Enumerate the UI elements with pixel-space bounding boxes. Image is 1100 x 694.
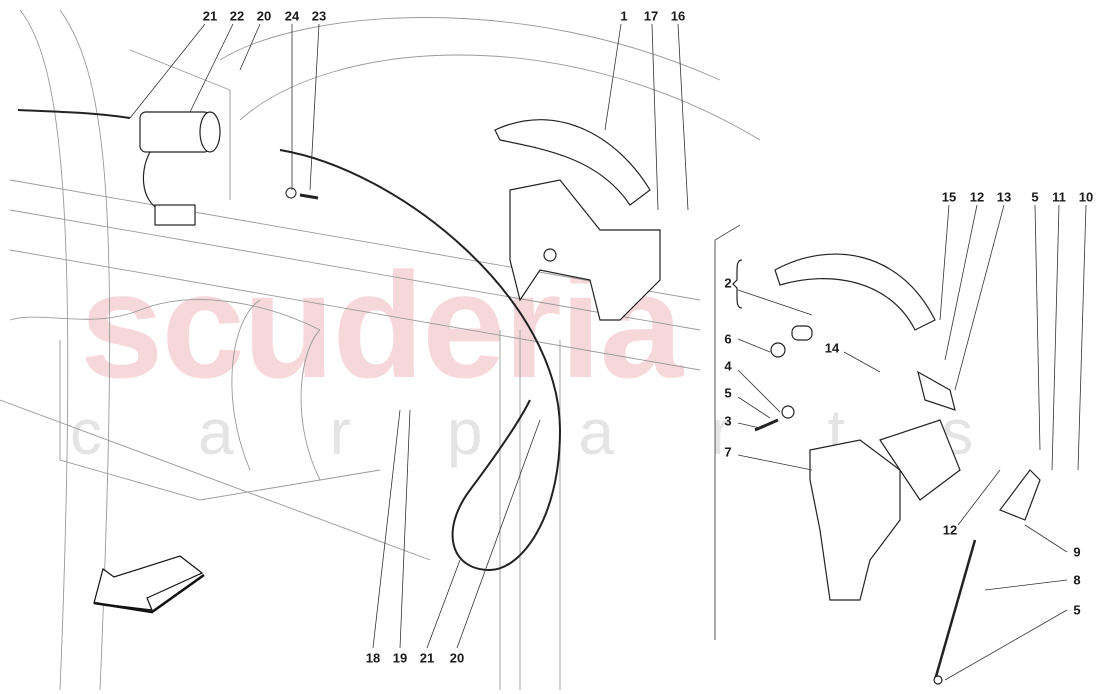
callout-16: 16 bbox=[670, 8, 686, 24]
callout-17: 17 bbox=[643, 8, 659, 24]
callout-14: 14 bbox=[824, 340, 840, 356]
callout-2: 2 bbox=[724, 275, 732, 291]
callout-18: 18 bbox=[365, 650, 381, 666]
callout-24: 24 bbox=[284, 8, 300, 24]
actuator-motor bbox=[139, 111, 221, 226]
callout-8: 8 bbox=[1073, 572, 1081, 588]
callout-10: 10 bbox=[1078, 189, 1094, 205]
callout-leader-lines bbox=[129, 23, 1087, 681]
callout-23: 23 bbox=[311, 8, 327, 24]
callout-1: 1 bbox=[620, 8, 628, 24]
callout-9: 9 bbox=[1073, 544, 1081, 560]
callout-11: 11 bbox=[1052, 189, 1066, 205]
callout-12: 12 bbox=[969, 189, 985, 205]
callout-13: 13 bbox=[996, 189, 1012, 205]
callout-19: 19 bbox=[392, 650, 408, 666]
callout-7: 7 bbox=[724, 444, 732, 460]
control-cable-long bbox=[279, 149, 562, 572]
callout-15: 15 bbox=[941, 189, 957, 205]
callout-20: 20 bbox=[449, 650, 465, 666]
callout-5: 5 bbox=[1073, 602, 1081, 618]
seat-hinge-assembly bbox=[494, 119, 661, 321]
callout-22: 22 bbox=[229, 8, 245, 24]
control-cable bbox=[17, 109, 131, 119]
callout-21: 21 bbox=[419, 650, 435, 666]
callout-6: 6 bbox=[724, 331, 732, 347]
callout-12: 12 bbox=[942, 522, 958, 538]
latch-assembly-exploded bbox=[754, 253, 1041, 685]
group-bracket bbox=[732, 259, 743, 309]
callout-5: 5 bbox=[724, 385, 732, 401]
callout-4: 4 bbox=[724, 358, 732, 374]
callout-20: 20 bbox=[256, 8, 272, 24]
callout-21: 21 bbox=[202, 8, 218, 24]
callout-3: 3 bbox=[724, 413, 732, 429]
car-body-outline bbox=[0, 9, 761, 691]
front-direction-arrow bbox=[93, 555, 205, 614]
callout-5: 5 bbox=[1031, 189, 1039, 205]
